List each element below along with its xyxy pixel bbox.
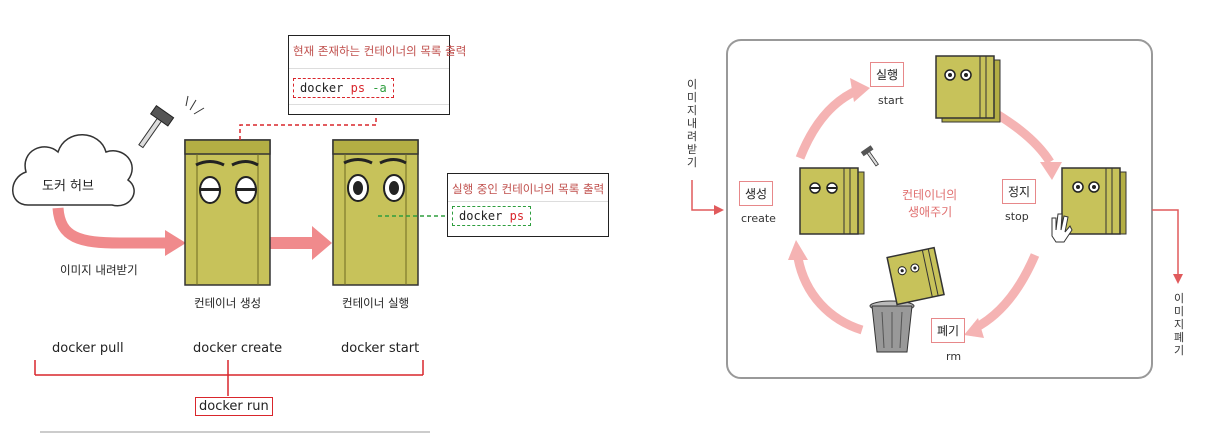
running-container-icon [332,139,419,286]
lifecycle-title-line2: 생애주기 [908,205,953,219]
ps-all-box: 현재 존재하는 컨테이너의 목록 출력 docker ps -a [288,35,466,115]
image-pull-arrow [691,180,718,211]
docker-hub-cloud-icon [12,134,135,207]
running-caption: 컨테이너 실행 [342,296,410,310]
pull-arrow [52,207,168,249]
command-bracket [34,360,424,396]
lifecycle-title-line1: 컨테이너의 [902,188,958,202]
hammer-icon [138,105,175,149]
discarded-container-icon [886,246,945,306]
ps-all-command: docker ps -a [293,78,394,98]
created-caption: 컨테이너 생성 [194,296,262,310]
create-container-icon [799,167,865,235]
pull-arrowhead [165,230,186,256]
image-remove-vertical-label: 이미지폐기 [1173,292,1185,357]
start-stage-label: 실행 [870,62,905,87]
stop-hand-icon [1051,213,1073,243]
left-diagram-graphics [12,95,452,433]
trash-can-icon [869,300,915,353]
ps-title: 실행 중인 컨테이너의 목록 출력 [452,182,605,196]
impact-lines-icon [185,95,205,115]
pull-caption: 이미지 내려받기 [60,263,138,277]
stop-stage-label: 정지 [1002,179,1037,204]
created-container-icon [184,139,271,286]
remove-stage-command: rm [946,350,962,363]
lifecycle-arrowheads [788,78,1062,338]
image-remove-arrow [1152,209,1179,278]
start-command: docker start [341,341,420,356]
lifecycle-frame [726,39,1153,379]
start-container-icon [935,55,1001,123]
remove-stage-label: 폐기 [931,318,966,343]
image-pull-vertical-label: 이미지내려받기 [686,78,698,169]
ps-box: 실행 중인 컨테이너의 목록 출력 docker ps [447,173,609,237]
stop-container-icon [1061,167,1127,235]
create-to-start-arrowhead [312,226,332,260]
create-stage-command: create [741,212,776,225]
small-hammer-icon [860,145,879,167]
docker-hub-label: 도커 허브 [42,179,94,194]
ps-command: docker ps [452,206,532,226]
right-diagram-graphics [691,39,1183,379]
create-command: docker create [193,341,283,356]
create-stage-label: 생성 [739,181,774,206]
run-command: docker run [195,397,273,416]
pull-command: docker pull [52,341,124,356]
stop-stage-command: stop [1005,210,1029,223]
create-to-start-arrow [268,237,314,249]
ps-all-title: 현재 존재하는 컨테이너의 목록 출력 [293,44,467,58]
start-stage-command: start [878,94,904,107]
